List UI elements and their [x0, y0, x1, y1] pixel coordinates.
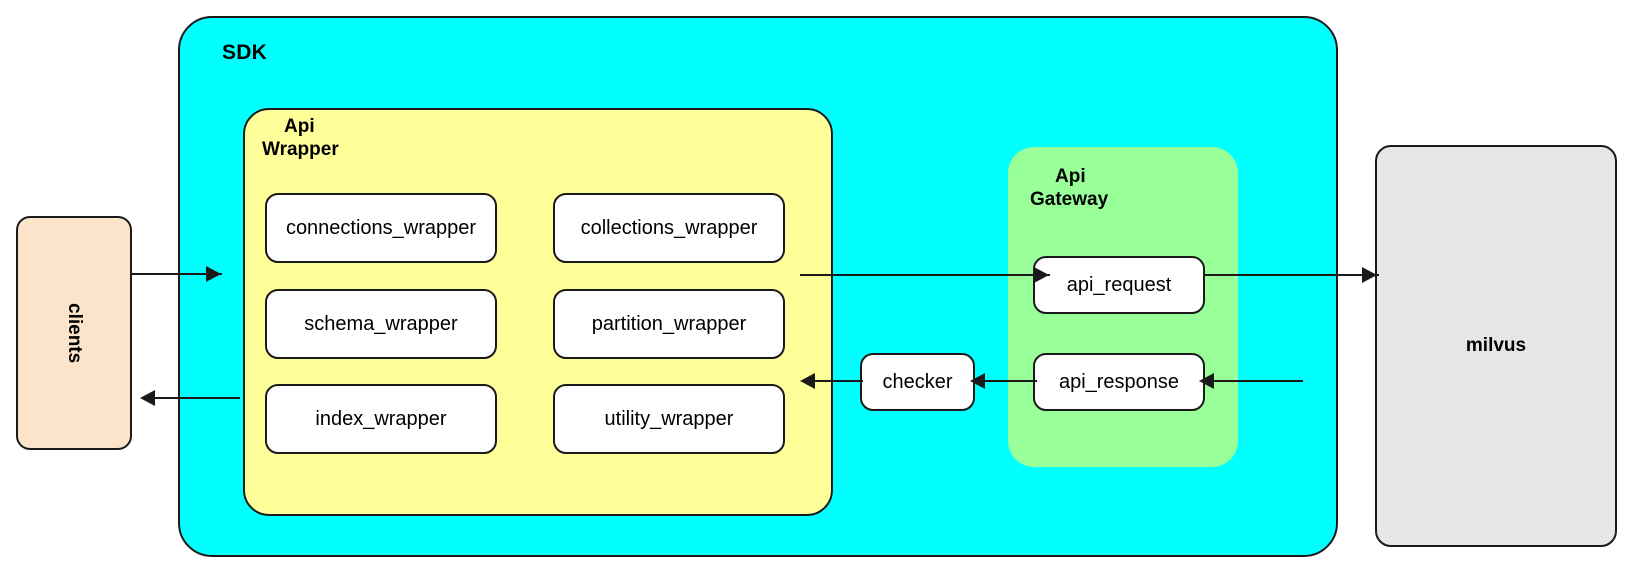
connector-api-wrapper-to-api-gateway-line	[800, 274, 1050, 276]
sdk-label: SDK	[222, 41, 267, 64]
checker-node[interactable]: checker	[860, 353, 975, 411]
connector-clients-to-api-wrapper-arrowhead	[206, 266, 221, 282]
connector-api-wrapper-to-api-gateway-arrowhead	[1034, 267, 1049, 283]
module-schema-wrapper[interactable]: schema_wrapper	[265, 289, 497, 359]
api-wrapper-label-line2: Wrapper	[262, 139, 339, 161]
module-partition-wrapper[interactable]: partition_wrapper	[553, 289, 785, 359]
milvus-node[interactable]: milvus	[1375, 145, 1617, 547]
module-connections-wrapper[interactable]: connections_wrapper	[265, 193, 497, 263]
connector-milvus-to-api-response-line	[1207, 380, 1303, 382]
connector-milvus-to-api-response-arrowhead	[1199, 373, 1214, 389]
module-api-request[interactable]: api_request	[1033, 256, 1205, 314]
connector-checker-to-api-wrapper-line	[805, 380, 863, 382]
connector-api-response-to-checker-arrowhead	[970, 373, 985, 389]
connector-clients-to-api-wrapper-line	[132, 273, 222, 275]
connector-api-response-to-checker-line	[977, 380, 1037, 382]
module-utility-wrapper[interactable]: utility_wrapper	[553, 384, 785, 454]
module-api-response[interactable]: api_response	[1033, 353, 1205, 411]
api-wrapper-label: Api Wrapper	[262, 115, 392, 161]
api-gateway-label-line1: Api	[1055, 166, 1086, 187]
module-index-wrapper[interactable]: index_wrapper	[265, 384, 497, 454]
api-gateway-label-line2: Gateway	[1030, 189, 1109, 211]
connector-api-request-to-milvus-line	[1205, 274, 1379, 276]
connector-api-wrapper-to-clients-arrowhead	[140, 390, 155, 406]
connector-api-wrapper-to-clients-line	[148, 397, 240, 399]
connector-api-request-to-milvus-arrowhead	[1362, 267, 1377, 283]
api-wrapper-label-line1: Api	[284, 116, 315, 137]
clients-label: clients	[64, 302, 85, 364]
api-gateway-label: Api Gateway	[1030, 165, 1160, 211]
module-collections-wrapper[interactable]: collections_wrapper	[553, 193, 785, 263]
clients-node[interactable]: clients	[16, 216, 132, 450]
connector-checker-to-api-wrapper-arrowhead	[800, 373, 815, 389]
